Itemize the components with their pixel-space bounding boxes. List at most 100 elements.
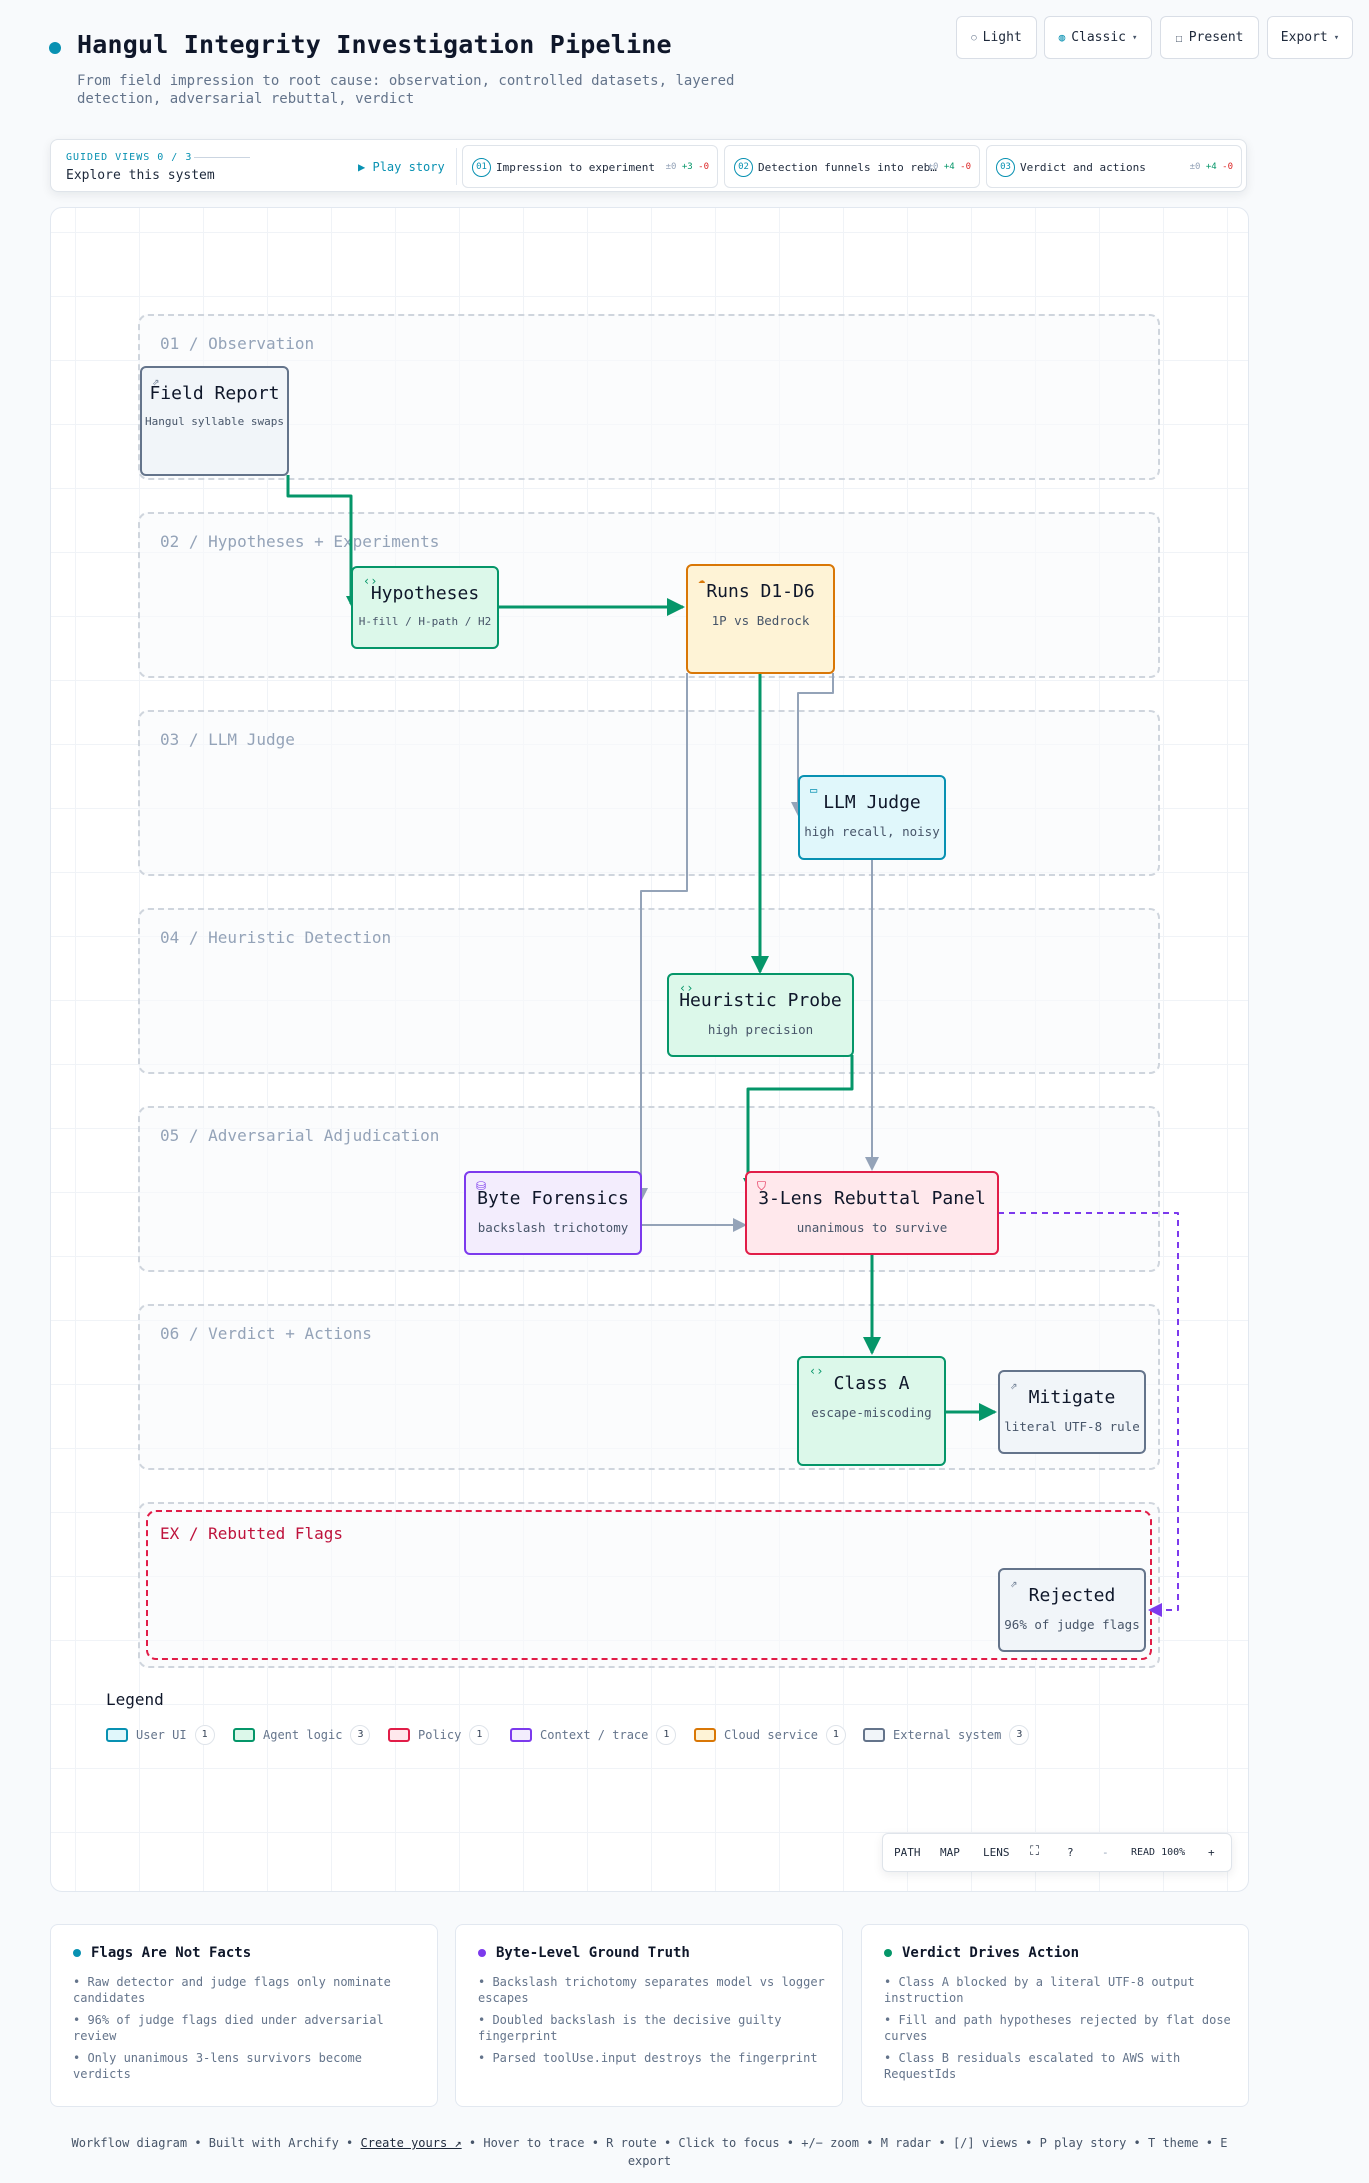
legend-item-external-system[interactable]: External system 3: [863, 1725, 1030, 1745]
path-button[interactable]: PATH: [894, 1846, 921, 1859]
edge-field-to-hypotheses: [286, 475, 356, 606]
lane-llm-judge: 03 / LLM Judge: [138, 710, 1160, 876]
lane-hypotheses: 02 / Hypotheses + Experiments: [138, 512, 1160, 678]
legend-swatch: [106, 1728, 128, 1742]
zoom-level: READ 100%: [1131, 1847, 1186, 1858]
legend-swatch: [510, 1728, 532, 1742]
external-link-icon: ⇗: [1010, 1378, 1018, 1392]
legend-item-policy[interactable]: Policy 1: [388, 1725, 490, 1745]
card-dot: [478, 1949, 486, 1957]
legend-item-context-trace[interactable]: Context / trace 1: [510, 1725, 677, 1745]
list-item: Only unanimous 3-lens survivors become v…: [73, 2050, 423, 2082]
list-item: Class A blocked by a literal UTF-8 outpu…: [884, 1974, 1234, 2006]
list-item: Fill and path hypotheses rejected by fla…: [884, 2012, 1234, 2044]
legend-item-user-ui[interactable]: User UI 1: [106, 1725, 215, 1745]
fit-screen-icon[interactable]: ⛶: [1030, 1844, 1040, 1859]
list-item: Raw detector and judge flags only nomina…: [73, 1974, 423, 2006]
insight-card-flags: Flags Are Not Facts Raw detector and jud…: [50, 1924, 438, 2107]
list-item: 96% of judge flags died under adversaria…: [73, 2012, 423, 2044]
palette-icon: ◍: [1058, 31, 1066, 44]
map-button[interactable]: MAP: [940, 1846, 960, 1859]
light-theme-button[interactable]: ○ Light: [956, 16, 1037, 59]
guided-view-3[interactable]: 03 Verdict and actions ±0 +4 -0: [986, 145, 1242, 188]
chevron-down-icon: ▾: [1132, 32, 1138, 43]
card-title: Byte-Level Ground Truth: [496, 1945, 690, 1961]
cloud-icon: ☁: [698, 572, 706, 586]
code-icon: ‹›: [809, 1364, 824, 1378]
card-list: Backslash trichotomy separates model vs …: [478, 1974, 828, 2072]
guided-view-2[interactable]: 02 Detection funnels into rebuttal ±0 +4…: [724, 145, 980, 188]
legend-swatch: [863, 1728, 885, 1742]
window-icon: ▭: [810, 783, 818, 797]
guided-views-subtitle: Explore this system: [66, 168, 215, 183]
node-field-report[interactable]: ⇗ Field Report Hangul syllable swaps: [140, 366, 289, 476]
guided-view-1[interactable]: 01 Impression to experiment ±0 +3 -0: [462, 145, 718, 188]
play-story-button[interactable]: ▶ Play story: [358, 160, 445, 174]
legend-swatch: [388, 1728, 410, 1742]
lane-rebutted-flags: EX / Rebutted Flags: [146, 1510, 1152, 1660]
card-list: Raw detector and judge flags only nomina…: [73, 1974, 423, 2088]
guided-views-bar: GUIDED VIEWS 0 / 3 Explore this system ▶…: [50, 139, 1247, 192]
database-icon: ⛁: [476, 1179, 487, 1193]
node-rejected[interactable]: ⇗ Rejected 96% of judge flags: [998, 1568, 1146, 1652]
insight-card-byte-truth: Byte-Level Ground Truth Backslash tricho…: [455, 1924, 843, 2107]
external-link-icon: ⇗: [152, 374, 160, 388]
code-icon: ‹›: [679, 981, 694, 995]
page-title: Hangul Integrity Investigation Pipeline: [77, 30, 672, 59]
sun-icon: ○: [971, 32, 977, 43]
card-list: Class A blocked by a literal UTF-8 outpu…: [884, 1974, 1234, 2088]
node-rebuttal-panel[interactable]: ⛉ 3-Lens Rebuttal Panel unanimous to sur…: [745, 1171, 999, 1255]
edge-rebuttal-to-rejected: [998, 1212, 1179, 1617]
edge-runs-to-judge: [791, 673, 834, 816]
edge-heuristic-to-rebuttal: [743, 1055, 854, 1188]
card-dot: [884, 1949, 892, 1957]
present-icon: ☐: [1175, 30, 1183, 45]
lens-button[interactable]: LENS: [983, 1846, 1010, 1859]
insight-card-verdict: Verdict Drives Action Class A blocked by…: [861, 1924, 1249, 2107]
node-mitigate[interactable]: ⇗ Mitigate literal UTF-8 rule: [998, 1370, 1146, 1454]
code-icon: ‹›: [363, 574, 378, 588]
lane-rebutted-outer: [138, 1502, 1160, 1668]
shield-icon: ⛉: [757, 1179, 767, 1193]
list-item: Class B residuals escalated to AWS with …: [884, 2050, 1234, 2082]
guided-views-tag: GUIDED VIEWS 0 / 3: [66, 152, 193, 163]
page-subtitle: From field impression to root cause: obs…: [77, 73, 735, 107]
card-title: Verdict Drives Action: [902, 1945, 1080, 1961]
chevron-down-icon: ▾: [1333, 32, 1340, 43]
edge-runs-to-byte: [634, 673, 688, 1202]
classic-style-button[interactable]: ◍ Classic ▾: [1044, 16, 1152, 59]
list-item: Backslash trichotomy separates model vs …: [478, 1974, 828, 2006]
play-icon: ▶: [358, 160, 366, 174]
legend-title: Legend: [106, 1690, 164, 1709]
present-button[interactable]: ☐ Present: [1160, 16, 1259, 59]
node-llm-judge[interactable]: ▭ LLM Judge high recall, noisy: [798, 775, 946, 860]
legend-swatch: [233, 1728, 255, 1742]
list-item: Doubled backslash is the decisive guilty…: [478, 2012, 828, 2044]
export-button[interactable]: Export ▾: [1267, 16, 1353, 59]
lane-verdict: 06 / Verdict + Actions: [138, 1304, 1160, 1470]
node-class-a[interactable]: ‹› Class A escape-miscoding: [797, 1356, 946, 1466]
title-dot: [49, 42, 61, 54]
divider: [456, 148, 457, 185]
lane-observation: 01 / Observation: [138, 314, 1160, 480]
canvas-toolbar: PATH MAP LENS ⛶ ? - READ 100% +: [882, 1833, 1232, 1872]
guided-progress-line: [194, 157, 250, 158]
legend-item-cloud-service[interactable]: Cloud service 1: [694, 1725, 846, 1745]
node-runs[interactable]: ☁ Runs D1-D6 1P vs Bedrock: [686, 564, 835, 674]
legend-item-agent-logic[interactable]: Agent logic 3: [233, 1725, 371, 1745]
external-link-icon: ⇗: [1010, 1576, 1018, 1590]
lane-heuristic: 04 / Heuristic Detection: [138, 908, 1160, 1074]
zoom-out-button[interactable]: -: [1102, 1846, 1109, 1859]
legend-swatch: [694, 1728, 716, 1742]
create-yours-link[interactable]: Create yours ↗: [360, 2136, 462, 2150]
node-heuristic-probe[interactable]: ‹› Heuristic Probe high precision: [667, 973, 854, 1057]
node-byte-forensics[interactable]: ⛁ Byte Forensics backslash trichotomy: [464, 1171, 642, 1255]
node-hypotheses[interactable]: ‹› Hypotheses H-fill / H-path / H2: [351, 566, 499, 649]
help-button[interactable]: ?: [1067, 1846, 1074, 1859]
footer: Workflow diagram • Built with Archify • …: [71, 2136, 1228, 2168]
zoom-in-button[interactable]: +: [1208, 1846, 1215, 1859]
list-item: Parsed toolUse.input destroys the finger…: [478, 2050, 828, 2066]
card-dot: [73, 1949, 81, 1957]
card-title: Flags Are Not Facts: [91, 1945, 252, 1961]
